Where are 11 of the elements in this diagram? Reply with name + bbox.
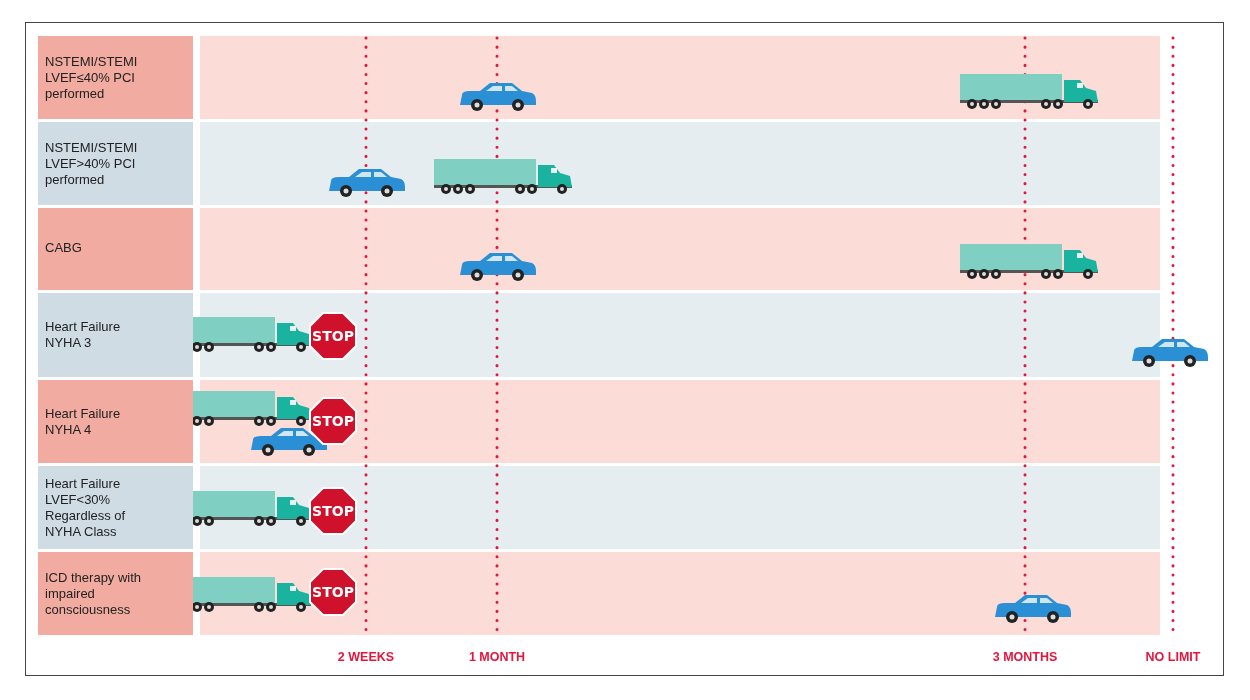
time-axis-label: 3 MONTHS (992, 650, 1058, 664)
time-axis-label: 2 WEEKS (337, 650, 395, 664)
row-label: NSTEMI/STEMI LVEF>40% PCI performed (45, 139, 139, 188)
row-label: ICD therapy with impaired consciousness (45, 569, 143, 618)
time-axis-label: 1 MONTH (468, 650, 526, 664)
row-label: Heart Failure LVEF<30% Regardless of NYHA Class (45, 475, 127, 540)
time-axis-label: NO LIMIT (1145, 650, 1201, 664)
row-label: Heart Failure NYHA 3 (45, 319, 122, 351)
row-label: Heart Failure NYHA 4 (45, 405, 122, 438)
row-label: CABG (45, 240, 82, 256)
row-label: NSTEMI/STEMI LVEF≤40% PCI performed (45, 53, 139, 102)
